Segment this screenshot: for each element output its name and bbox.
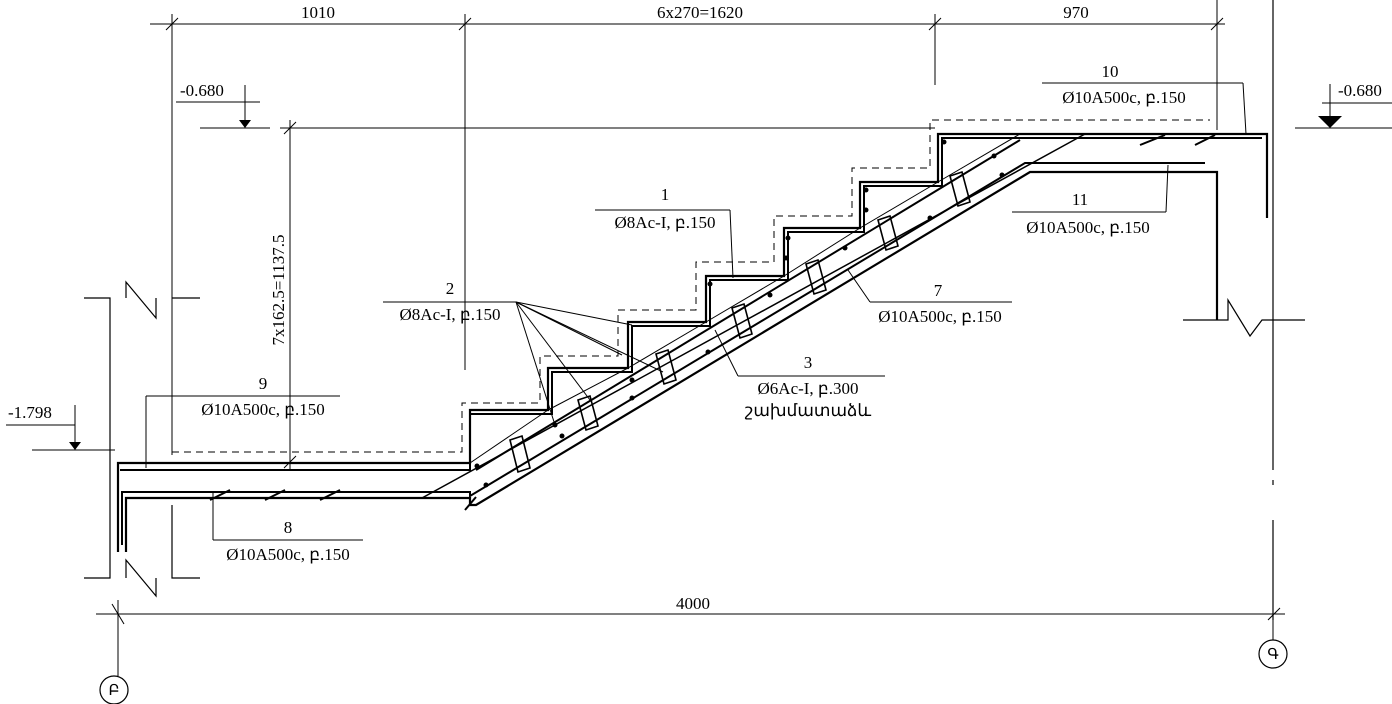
rebar-8-id: 8 <box>284 518 293 537</box>
level-mark-upper-right: -0.680 <box>1295 81 1392 129</box>
rebar-3-spec: Ø6Ac-I, բ.300 <box>758 379 859 398</box>
level-mark-upper-left: -0.680 <box>176 81 270 129</box>
rebar-label-3: 3 Ø6Ac-I, բ.300 շախմատաձև <box>745 353 871 420</box>
finish-dashed-line <box>172 119 1210 453</box>
level-lower: -1.798 <box>8 403 52 422</box>
axis-bubble-left: Բ <box>99 675 129 704</box>
rebar-label-9: 9 Ø10A500c, բ.150 <box>201 374 325 419</box>
rebar-dots <box>474 139 1005 488</box>
rebar-label-10: 10 Ø10A500c, բ.150 <box>1062 62 1186 107</box>
rebar-label-7: 7 Ø10A500c, բ.150 <box>878 281 1002 326</box>
rebar-7-id: 7 <box>934 281 943 300</box>
rebar-2-spec: Ø8Ac-I, բ.150 <box>400 305 501 324</box>
rebar-3-note: շախմատաձև <box>745 401 871 420</box>
leader-lines <box>145 82 1247 541</box>
rebar-2-id: 2 <box>446 279 455 298</box>
level-mark-lower: -1.798 <box>6 403 115 451</box>
rebar-9-id: 9 <box>259 374 268 393</box>
level-upper-right: -0.680 <box>1338 81 1382 100</box>
rebar-10-id: 10 <box>1102 62 1119 81</box>
axis-bubble-right: Գ <box>1258 620 1288 669</box>
rebar-1-id: 1 <box>661 185 670 204</box>
bottom-dimension <box>96 600 1285 676</box>
level-upper-left: -0.680 <box>180 81 224 100</box>
axis-left-label: Բ <box>109 683 120 699</box>
rebars <box>120 134 1262 545</box>
rebar-label-1: 1 Ø8Ac-I, բ.150 <box>615 185 716 232</box>
dim-bottom: 4000 <box>676 594 710 613</box>
rebar-7-spec: Ø10A500c, բ.150 <box>878 307 1002 326</box>
dim-top-right: 970 <box>1063 3 1089 22</box>
rebar-3-id: 3 <box>804 353 813 372</box>
rebar-9-spec: Ø10A500c, բ.150 <box>201 400 325 419</box>
rebar-11-spec: Ø10A500c, բ.150 <box>1026 218 1150 237</box>
rebar-label-2: 2 Ø8Ac-I, բ.150 <box>400 279 501 324</box>
rebar-label-11: 11 Ø10A500c, բ.150 <box>1026 190 1150 237</box>
dim-top-middle: 6x270=1620 <box>657 3 743 22</box>
rebar-1-spec: Ø8Ac-I, բ.150 <box>615 213 716 232</box>
rebar-label-8: 8 Ø10A500c, բ.150 <box>226 518 350 564</box>
axis-right-label: Գ <box>1267 647 1278 663</box>
step-stirrups <box>469 133 1021 474</box>
rebar-11-id: 11 <box>1072 190 1088 209</box>
rebar-10-spec: Ø10A500c, բ.150 <box>1062 88 1186 107</box>
dim-top-left: 1010 <box>301 3 335 22</box>
top-dimension-chain <box>150 0 1225 455</box>
dim-vertical: 7x162.5=1137.5 <box>269 235 288 346</box>
rebar-8-spec: Ø10A500c, բ.150 <box>226 545 350 564</box>
